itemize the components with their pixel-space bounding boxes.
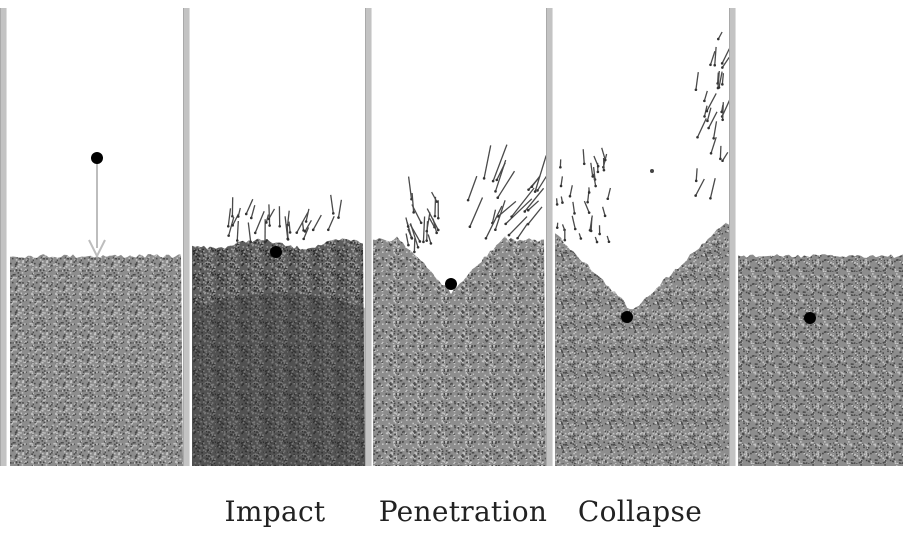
panel-after-drawing xyxy=(738,254,903,466)
panel-after xyxy=(738,8,903,466)
container-wall-3 xyxy=(546,8,553,466)
caption-penetration: Penetration xyxy=(378,495,548,528)
ejecta-splash xyxy=(226,194,343,244)
panel-penetration-drawing xyxy=(373,144,546,466)
ejecta-right-stream xyxy=(694,31,729,200)
container-wall-2 xyxy=(365,8,372,466)
sand-bed xyxy=(373,236,546,466)
sand-bed xyxy=(555,222,729,466)
ejecta-left xyxy=(405,176,440,254)
container-wall-left xyxy=(0,8,7,466)
container-wall-4 xyxy=(729,8,736,466)
panel-collapse-drawing xyxy=(555,31,729,466)
ejecta-left-cloud xyxy=(555,147,612,244)
projectile-ball xyxy=(804,312,816,324)
compression-wave xyxy=(192,293,365,466)
velocity-arrow-head xyxy=(88,239,106,259)
sand-bed xyxy=(10,254,183,466)
panel-before-drawing xyxy=(10,152,183,466)
panel-collapse xyxy=(555,8,729,466)
loose-grain xyxy=(650,169,654,173)
container-wall-1 xyxy=(183,8,190,466)
sand-bed xyxy=(738,254,903,466)
panel-impact xyxy=(192,8,365,466)
panel-impact-drawing xyxy=(192,194,365,466)
projectile-ball xyxy=(445,278,457,290)
sand-bed xyxy=(192,238,365,466)
panel-before xyxy=(10,8,183,466)
projectile-ball xyxy=(91,152,103,164)
caption-collapse: Collapse xyxy=(577,495,703,528)
projectile-ball xyxy=(621,311,633,323)
caption-impact: Impact xyxy=(224,495,326,528)
projectile-ball xyxy=(270,246,282,258)
ejecta-right xyxy=(466,144,546,240)
panel-penetration xyxy=(373,8,546,466)
